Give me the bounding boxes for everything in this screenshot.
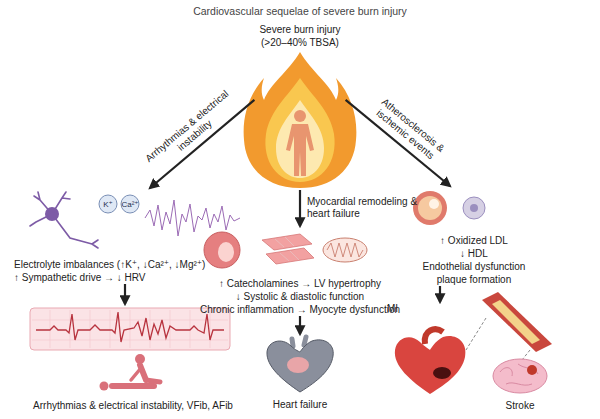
flame-middle (265, 78, 334, 182)
artery-tube (482, 292, 552, 352)
heart-vessels (292, 337, 306, 346)
heart-section-lumen (218, 242, 234, 262)
figure-body (286, 124, 314, 176)
burn-injury-node: Severe burn injury(>20–40% TBSA) (240, 22, 360, 190)
patient-head (100, 382, 109, 391)
node-text: Chronic inflammation → Myocyte dysfuncti… (200, 303, 400, 316)
patient-body (109, 383, 157, 389)
failing-heart (267, 340, 333, 392)
infarct-area (433, 367, 451, 379)
mitochondrion (323, 238, 367, 262)
plaque (418, 196, 442, 220)
muscle-striations (275, 237, 299, 261)
node-text: ↓ HDL (460, 247, 488, 260)
ion-circle (99, 195, 117, 213)
cell-nucleus (470, 204, 478, 212)
node-text: MI (387, 302, 398, 315)
arrow-connector (299, 190, 301, 226)
edge-label: Myocardial remodeling & heart failure (307, 196, 432, 220)
node-text: Electrolyte imbalances (↑K⁺, ↓Ca²⁺, ↓Mg²… (14, 258, 205, 271)
rescuer-arms (131, 368, 141, 380)
node-text: Severe burn injury (259, 23, 340, 36)
edge-label: Arrhythmias & electrical instability (141, 86, 242, 177)
node-text: Endothelial dysfunction plaque formation (412, 260, 536, 286)
artery-lumen (429, 199, 439, 209)
neuron-dendrites (30, 192, 98, 248)
immune-cell (463, 197, 485, 219)
leader-line (466, 318, 530, 360)
arrhythmia-outcome: Arrhythmias & electrical instability, VF… (8, 304, 258, 412)
ion-circle (121, 195, 139, 213)
heart-section (204, 232, 240, 268)
muscle-cell (266, 248, 314, 264)
node-text: ↑ Sympathetic drive → ↓ HRV (14, 271, 146, 284)
arrow-connector (124, 284, 126, 304)
remodeling-mechanisms: ↑ Catecholamines → LV hypertrophy↓ Systo… (195, 226, 405, 316)
node-text: (>20–40% TBSA) (261, 36, 339, 49)
flame-outer (244, 52, 357, 188)
brain-folds (500, 364, 538, 385)
flame-inner (276, 100, 324, 178)
ion-label: Ca²⁺ (121, 200, 138, 209)
node-text: ↑ Catecholamines → LV hypertrophy (219, 277, 381, 290)
arrow-connector (439, 286, 441, 302)
edge-label: Atherosclerosis & ischemic events (358, 85, 460, 175)
mitochondrion-cristae (327, 243, 363, 257)
ecg-grid (32, 310, 228, 348)
mi-outcome: MI (385, 302, 480, 398)
arrow-connector (299, 316, 301, 334)
rescuer-legs (146, 380, 160, 382)
node-text: ↓ Systolic & diastolic function (236, 290, 364, 303)
signal-trace (145, 200, 240, 236)
heart-tissue (287, 357, 309, 373)
figure-head (294, 110, 306, 122)
ion-label: K⁺ (103, 200, 113, 209)
stroke-lesion (527, 365, 537, 375)
node-text: Stroke (506, 399, 535, 412)
node-text: ↑ Oxidized LDL (440, 234, 508, 247)
artery-plaque (492, 300, 540, 344)
node-text: Heart failure (273, 398, 327, 411)
heart-failure-outcome: Heart failure (240, 334, 360, 411)
brain (493, 359, 547, 393)
mi-heart (395, 336, 466, 394)
ecg-trace (36, 312, 224, 342)
node-text: Arrhythmias & electrical instability, VF… (33, 399, 233, 412)
artery-section (413, 191, 447, 225)
diagram-title: Cardiovascular sequelae of severe burn i… (193, 5, 407, 18)
atherosclerosis-mechanisms: ↑ Oxidized LDL↓ HDLEndothelial dysfuncti… (408, 186, 540, 286)
muscle-cell (262, 234, 312, 250)
stroke-outcome: Stroke (482, 355, 558, 412)
